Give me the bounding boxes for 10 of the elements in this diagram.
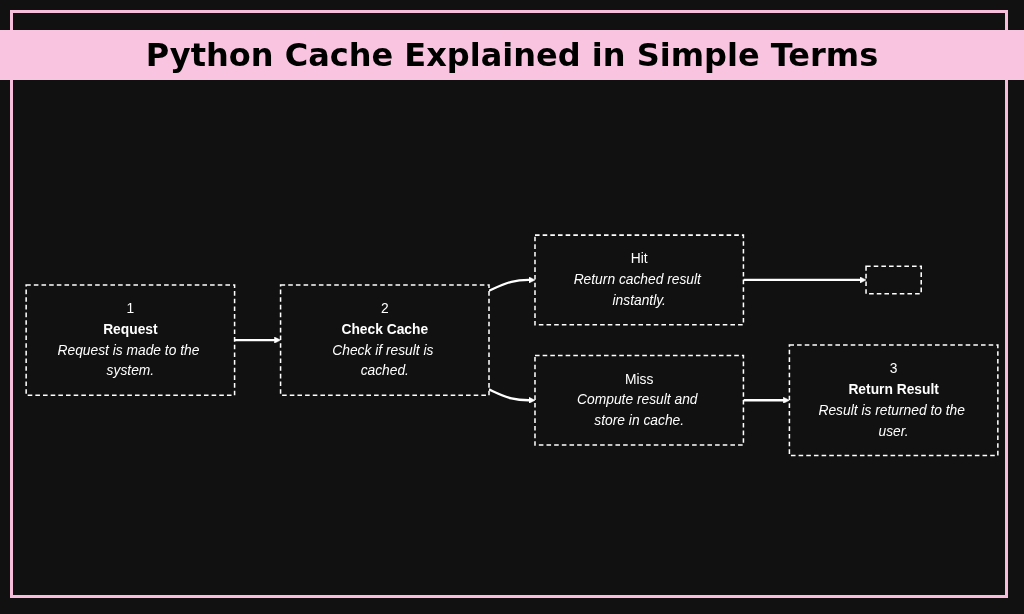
- arrow: [743, 396, 790, 404]
- arrow: [234, 336, 281, 344]
- arrow: [743, 276, 867, 284]
- node-box: 3 Return Result Result is returned to the user.: [788, 344, 999, 456]
- node-box: 2 Check Cache Check if result is cached.: [279, 283, 490, 396]
- node-box: Miss Compute result and store in cache.: [534, 354, 745, 446]
- node-box: 1 Request Request is made to the system.: [25, 283, 236, 396]
- title-banner: Python Cache Explained in Simple Terms: [0, 30, 1024, 80]
- node-box: [865, 265, 922, 295]
- node-box: Hit Return cached result instantly.: [534, 234, 745, 326]
